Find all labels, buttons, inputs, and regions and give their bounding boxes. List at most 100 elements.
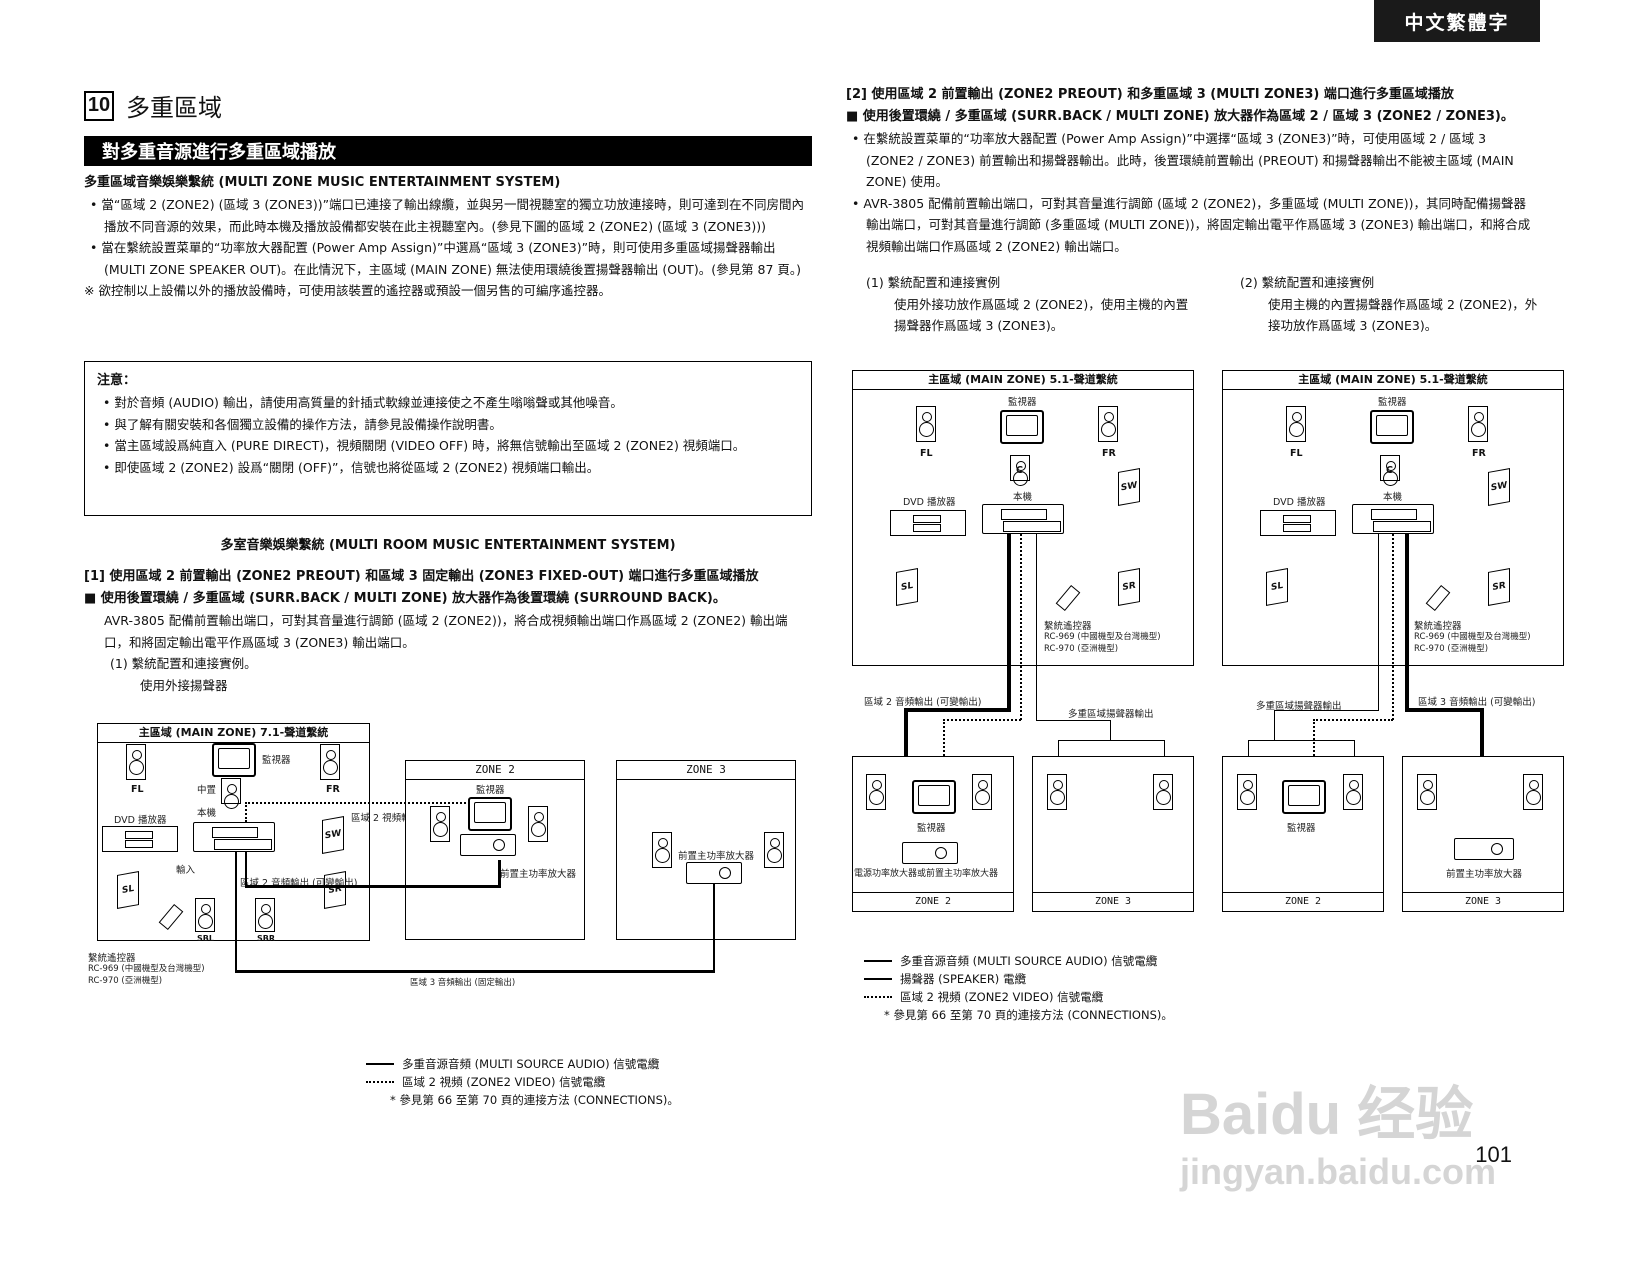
label-unit: 本機 [197,808,217,819]
legend2-zone2-video: 區域 2 視頻 (ZONE2 VIDEO) 信號電纜 [864,988,1173,1006]
speaker-center-icon [221,778,241,809]
mzmes-remark: ※ 欲控制以上設備以外的播放設備時，可使用該裝置的遙控器或預設一個另售的可編序遙… [84,283,611,298]
speaker-sbr-icon [255,898,275,932]
d3-label-remote-m2: RC-970 (亞洲機型) [1414,644,1489,654]
d2-speaker-fl-icon [916,406,936,442]
d2-zone3-label: ZONE 3 [1033,892,1193,911]
d3-dvd-icon [1260,510,1336,536]
ex1-title: (1) 繫統配置和連接實例 [866,275,1001,290]
d3-label-unit: 本機 [1383,492,1403,503]
watermark: Baidu 经验 jingyan.baidu.com [1180,1080,1560,1220]
d3-speaker-cable-v [1274,710,1276,740]
d3-z2-monitor-icon [1282,780,1326,814]
subwoofer-icon: SW [322,816,344,854]
d2-z2-speaker-right-icon [972,774,992,810]
d3-receiver-icon [1352,504,1434,534]
d3-zone2-video-cable-down [1313,719,1315,779]
d2-zone2-audio-cable [1007,534,1011,710]
d2-label-multi-spk: 多重區域揚聲器輸出 [1068,709,1154,720]
zone3-preamp-icon [686,862,742,884]
note-item: • 當主區域設爲純直入 (PURE DIRECT)，視頻關閉 (VIDEO OF… [103,438,746,453]
zone3-speaker-left-icon [652,832,672,868]
chapter-heading: 10 多重區域 [84,88,222,123]
d2-z2-speaker-left-icon [866,774,886,810]
zone2-audio-cable-v [245,852,247,887]
dvd-player-icon [102,826,178,852]
speaker-sl-icon: SL [117,871,139,909]
d3-zone2-label: ZONE 2 [1223,892,1383,911]
d2-speaker-cable-split [1058,740,1164,742]
part1-section: [1] 使用區域 2 前置輸出 (ZONE2 PREOUT) 和區域 3 固定輸… [84,566,812,696]
d3-speaker-sr-icon: SR [1488,568,1510,606]
d2-zone2-video-cable [1020,534,1022,720]
note-item: • 對於音頻 (AUDIO) 輸出，請使用高質量的針插式軟線並連接使之不產生嗡嗡… [103,395,623,410]
mzmes-section: 多重區域音樂娛樂繫統 (MULTI ZONE MUSIC ENTERTAINME… [84,172,812,302]
d2-label-remote-m2: RC-970 (亞洲機型) [1044,644,1119,654]
label-sbr: SBR [257,934,276,943]
d2-z2-monitor-icon [912,780,956,814]
label-fl: FL [131,784,144,795]
d3-speaker-fl-icon [1286,406,1306,442]
label-zone2-audio-out: 區域 2 音頻輸出 (可變輸出) [240,878,358,889]
part1-example-sub: 使用外接揚聲器 [140,677,228,693]
zone2-preamp-icon [460,834,516,856]
d2-z2-label-monitor: 監視器 [917,823,946,834]
d3-monitor-icon [1370,410,1414,444]
d3-main-title: 主區域 (MAIN ZONE) 5.1-聲道繫統 [1223,371,1563,390]
d2-monitor-icon [1000,410,1044,444]
label-center: 中置 [197,785,217,796]
part1-body: AVR-3805 配備前置輸出端口，可對其音量進行調節 (區域 2 (ZONE2… [104,613,788,650]
d3-speaker-c-icon [1380,455,1400,486]
chapter-title: 多重區域 [126,94,222,122]
label-monitor: 監視器 [262,755,291,766]
d3-z3-label-preamp: 前置主功率放大器 [1446,869,1523,880]
d2-label-remote: 繫統遙控器 [1044,621,1092,632]
part2-bullet: • 在繫統設置菜單的“功率放大器配置 (Power Amp Assign)”中選… [852,131,1514,189]
d2-speaker-sl-icon: SL [896,568,918,606]
label-sbl: SBL [197,934,214,943]
d3-z2-speaker-left-icon [1237,774,1257,810]
d3-speaker-sl-icon: SL [1266,568,1288,606]
d2-zone2-audio-cable-h [904,708,1011,712]
legend2-speaker: 揚聲器 (SPEAKER) 電纜 [864,970,1173,988]
label-zone2-video-out: 區域 2 視頻輸出 [351,813,421,824]
d3-zone2-video-cable-h [1313,719,1393,721]
part2-heading: [2] 使用區域 2 前置輸出 (ZONE2 PREOUT) 和多重區域 3 (… [846,87,1454,102]
ex2-title: (2) 繫統配置和連接實例 [1240,275,1375,290]
d3-z3-preamp-icon [1454,838,1514,860]
chapter-number: 10 [84,90,114,121]
zone2-monitor-icon [468,797,512,831]
d3-z3-speaker-left-icon [1417,774,1437,810]
d3-label-zone3-audio: 區域 3 音頻輸出 (可變輸出) [1418,697,1536,708]
d3-zone3-audio-cable-h [1405,708,1483,712]
d2-speaker-sr-icon: SR [1118,568,1140,606]
label-dvd: DVD 播放器 [114,815,167,826]
zone3-audio-cable-v [235,852,237,972]
ex1-body: 使用外接功放作爲區域 2 (ZONE2)，使用主機的內置揚聲器作爲區域 3 (Z… [894,296,1189,334]
section-bar: 對多重音源進行多重區域播放 [84,136,812,166]
label-zone2-monitor: 監視器 [476,785,505,796]
d2-label-fr: FR [1102,448,1116,459]
zone3-audio-cable-h [235,970,715,973]
zone2-speaker-left-icon [430,806,450,842]
d3-z2-label-monitor: 監視器 [1287,823,1316,834]
note-item: • 與了解有關安裝和各個獨立設備的操作方法，請參見設備操作說明書。 [103,416,502,432]
d3-label-dvd: DVD 播放器 [1273,497,1326,508]
d2-label-c: C [1016,465,1023,476]
zone3-speaker-right-icon [764,832,784,868]
monitor-icon [212,743,256,777]
ex2-body: 使用主機的內置揚聲器作爲區域 2 (ZONE2)，外接功放作爲區域 3 (ZON… [1268,296,1538,334]
d2-dvd-icon [890,510,966,536]
zone2-title: ZONE 2 [406,761,584,780]
page-number: 101 [1475,1142,1512,1167]
d2-speaker-cable-h [1036,720,1110,722]
part1-sub: ■ 使用後置環繞 / 多重區域 (SURR.BACK / MULTI ZONE)… [84,591,726,606]
d2-zone2-label: ZONE 2 [853,892,1013,911]
d3-label-remote-m1: RC-969 (中國機型及台灣機型) [1414,632,1531,642]
d2-label-zone2-audio: 區域 2 音頻輸出 (可變輸出) [864,697,982,708]
zone2-video-cable [245,802,470,804]
label-remote-model-2: RC-970 (亞洲機型) [88,976,163,986]
d2-z2-label-amp: 電源功率放大器或前置主功率放大器 [854,869,999,879]
receiver-icon [193,822,275,852]
mzmes-bullet: • 當“區域 2 (ZONE2) (區域 3 (ZONE3))”端口已連接了輸出… [90,197,805,234]
